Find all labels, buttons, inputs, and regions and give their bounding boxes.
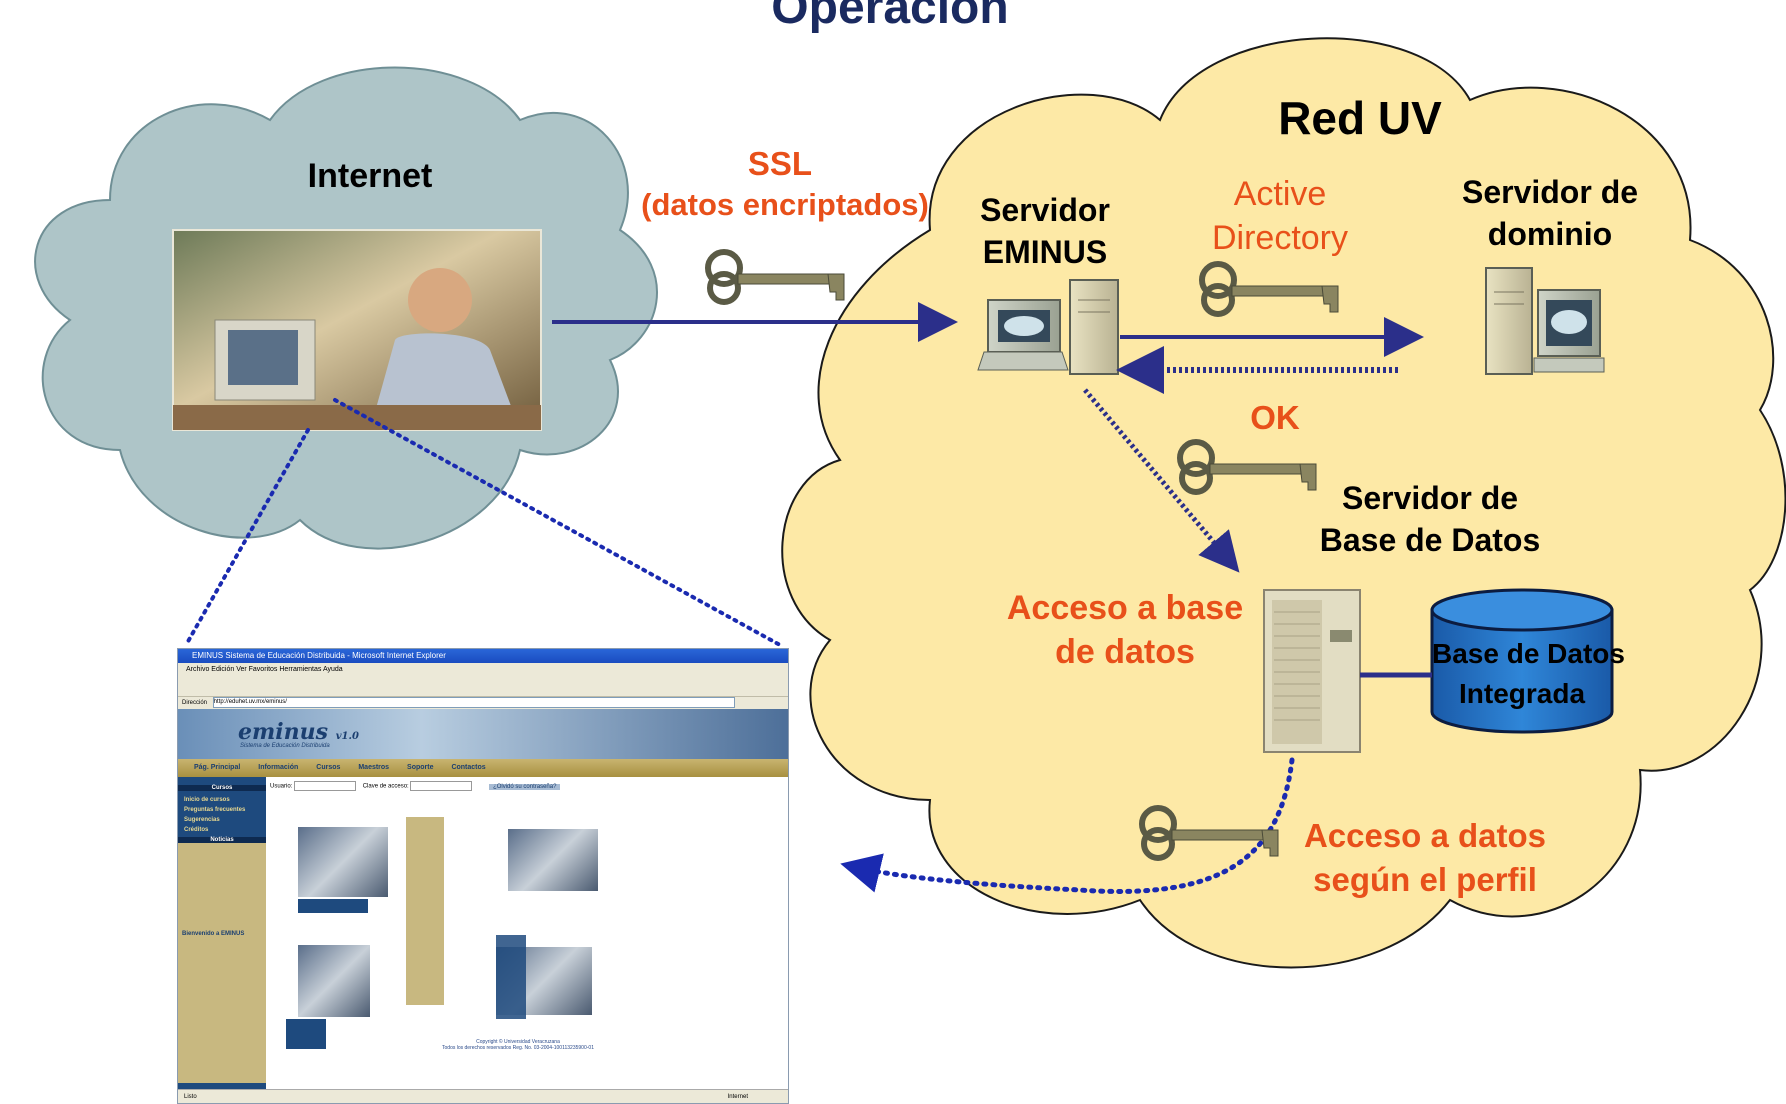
clave-label: Clave de acceso: [362, 783, 409, 790]
forgot-link: ¿Olvidó su contraseña? [489, 783, 561, 790]
usuario-label: Usuario: [270, 783, 293, 790]
db-cylinder-label-2: Integrada [1458, 678, 1586, 709]
browser-address-bar: Dirección http://eduhet.uv.mx/eminus/ [178, 697, 788, 709]
diagram-title: Operación [771, 0, 1009, 34]
zoom-line-left [184, 428, 310, 647]
arrow-eminus-to-db-dotted [1083, 388, 1240, 573]
status-right: Internet [727, 1094, 748, 1100]
internet-label: Internet [307, 157, 433, 195]
database-server-icon [1263, 589, 1361, 753]
acceso-datos-label-2: según el perfil [1313, 861, 1537, 898]
sidebar-header-cursos: Cursos [178, 785, 266, 791]
eminus-browser-window: EMINUS Sistema de Educación Distribuida … [177, 648, 789, 1104]
eminus-server-icon [977, 279, 1119, 375]
eminus-server-label-2: EMINUS [982, 234, 1108, 270]
acceso-base-label-2: de datos [1055, 633, 1195, 671]
sidebar-item-sugerencias: Sugerencias [184, 817, 220, 823]
footer-rights: Todos los derechos reservados Reg. No. 0… [442, 1045, 594, 1051]
content-blue-block-1 [298, 899, 368, 913]
sidebar-item-inicio: Inicio de cursos [184, 797, 230, 803]
content-blue-block-3 [496, 935, 526, 1019]
eminus-sidebar: Cursos Inicio de cursos Preguntas frecue… [178, 777, 266, 1089]
ssl-detail-label: (datos encriptados) [641, 187, 929, 222]
clave-input [410, 781, 473, 791]
arrow-db-to-browser-dotted [840, 757, 1295, 894]
nav-item-informacion: Información [258, 764, 299, 771]
acceso-datos-label-1: Acceso a datos [1303, 817, 1547, 854]
browser-toolbar [178, 676, 788, 697]
content-gold-block [406, 817, 444, 1005]
ok-label: OK [1250, 399, 1300, 436]
key-icon-ssl [705, 249, 845, 305]
browser-menubar: Archivo Edición Ver Favoritos Herramient… [178, 663, 788, 676]
key-icon-ok [1177, 439, 1317, 495]
usuario-input [294, 781, 357, 791]
nav-item-maestros: Maestros [358, 764, 390, 771]
eminus-nav: Pág. Principal Información Cursos Maestr… [178, 759, 788, 777]
address-input: http://eduhet.uv.mx/eminus/ [212, 697, 735, 708]
sidebar-item-creditos: Créditos [184, 827, 209, 833]
status-left: Listo [184, 1094, 197, 1100]
content-footer: Copyright © Universidad Veracruzana Todo… [338, 1039, 698, 1051]
domain-server-label-1: Servidor de [1461, 174, 1639, 210]
key-icon-active-directory [1199, 261, 1339, 317]
sidebar-header-noticias: Noticias [178, 837, 266, 843]
footer-copyright: Copyright © Universidad Veracruzana [476, 1039, 560, 1045]
browser-statusbar: Listo Internet [178, 1089, 788, 1103]
eminus-server-label-1: Servidor [980, 192, 1110, 228]
acceso-base-label-1: Acceso a base [1006, 589, 1244, 627]
key-icon-acceso-datos [1139, 805, 1279, 861]
content-blue-block-2 [286, 1019, 326, 1049]
db-cylinder-label-1: Base de Datos [1432, 638, 1625, 669]
content-photo-2 [508, 829, 598, 891]
eminus-logo-text: eminus [238, 719, 329, 745]
domain-server-label-2: dominio [1487, 216, 1613, 252]
red-uv-cloud [781, 37, 1786, 969]
sidebar-welcome: Bienvenido a EMINUS [182, 931, 245, 937]
browser-titlebar: EMINUS Sistema de Educación Distribuida … [178, 649, 788, 663]
address-label: Dirección [182, 700, 208, 707]
sidebar-item-preguntas: Preguntas frecuentes [184, 807, 246, 813]
active-directory-label-2: Directory [1211, 219, 1349, 257]
login-row: Usuario: Clave de acceso: ¿Olvidó su con… [270, 781, 561, 791]
database-cylinder [1430, 588, 1614, 734]
content-photo-1 [298, 827, 388, 897]
eminus-version: v1.0 [335, 731, 359, 742]
sidebar-gold-panel: Bienvenido a EMINUS [178, 843, 266, 1083]
ssl-label: SSL [747, 145, 813, 182]
active-directory-label-1: Active [1233, 175, 1327, 213]
zoom-line-right [333, 398, 782, 647]
db-server-label-2: Base de Datos [1319, 522, 1541, 558]
nav-item-principal: Pág. Principal [194, 764, 241, 771]
domain-server-icon [1485, 267, 1605, 375]
user-photo [172, 229, 542, 431]
red-uv-label: Red UV [1278, 92, 1442, 144]
nav-item-contactos: Contactos [451, 764, 486, 771]
content-photo-3 [298, 945, 370, 1017]
eminus-subtitle: Sistema de Educación Distribuida [240, 743, 330, 749]
db-server-label-1: Servidor de [1341, 480, 1519, 516]
eminus-banner [178, 709, 788, 759]
nav-item-cursos: Cursos [316, 764, 341, 771]
eminus-logo: eminus v1.0 [238, 719, 359, 745]
nav-item-soporte: Soporte [407, 764, 434, 771]
